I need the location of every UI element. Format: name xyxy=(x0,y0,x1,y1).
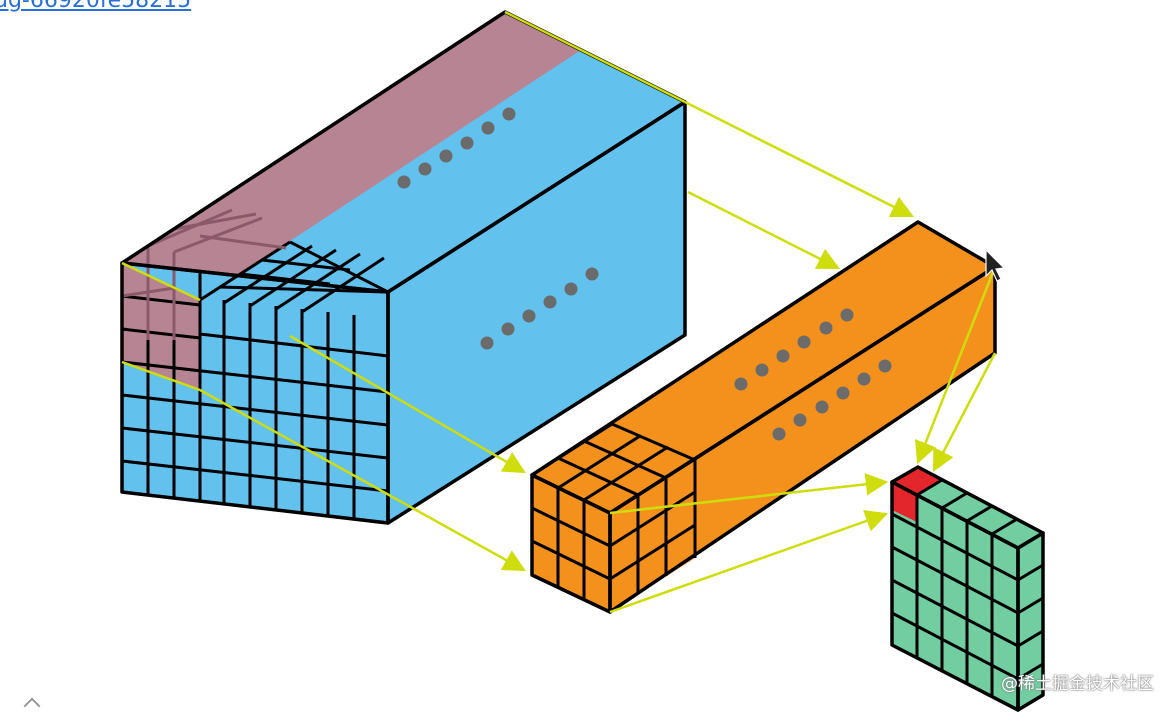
receptive-field-front xyxy=(122,263,200,390)
input-volume xyxy=(120,10,687,525)
output-grid xyxy=(891,478,1044,697)
output-volume xyxy=(890,465,1045,712)
input-top-grid xyxy=(199,240,389,314)
receptive-top-grid xyxy=(121,208,287,340)
feature-side-ellipsis xyxy=(772,359,892,441)
watermark: @稀土掘金技术社区 xyxy=(1001,674,1154,694)
feature-kernel-front xyxy=(610,460,695,612)
feature-grid xyxy=(531,422,697,600)
mouse-pointer-icon xyxy=(985,248,1006,282)
header-link[interactable]: ug-66920fe58215 xyxy=(0,0,192,13)
output-front-face xyxy=(892,482,1018,710)
input-side-face xyxy=(388,102,685,523)
output-outline xyxy=(890,465,1045,712)
feature-top-ellipsis xyxy=(734,308,854,391)
connector-arrows xyxy=(121,10,997,614)
input-top-ellipsis xyxy=(397,107,516,189)
input-front-grid xyxy=(121,266,389,519)
feature-front-face xyxy=(532,475,610,612)
feature-side-face xyxy=(610,267,995,612)
input-side-ellipsis xyxy=(480,267,599,350)
